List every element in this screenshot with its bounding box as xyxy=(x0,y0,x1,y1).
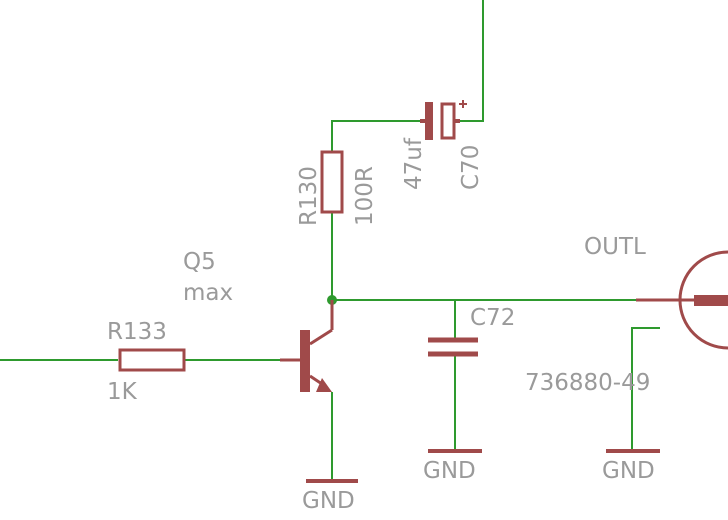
gnd-label-connector: GND xyxy=(602,458,655,484)
connector-value-label: 736880-49 xyxy=(525,370,650,396)
wires xyxy=(0,0,660,480)
q5-name-label: Q5 xyxy=(183,249,216,275)
connector-name-label: OUTL xyxy=(584,234,646,260)
c72-name-label: C72 xyxy=(470,305,515,331)
labels: 47uf C70 R130 100R Q5 max R133 1K C72 OU… xyxy=(107,137,655,514)
transistor-q5 xyxy=(280,300,334,392)
wire-connector-gnd xyxy=(631,327,660,450)
r130-name-label: R130 xyxy=(296,166,322,226)
emitter-arrow xyxy=(316,378,332,392)
c70-name-label: C70 xyxy=(458,145,484,190)
resistor-r130 xyxy=(320,150,344,214)
r130-value-label: 100R xyxy=(352,166,378,226)
connector-outl xyxy=(636,250,728,350)
components xyxy=(118,100,728,483)
gnd-label-transistor: GND xyxy=(302,488,355,514)
q5-value-label: max xyxy=(183,280,233,306)
wire-c70-top xyxy=(460,0,484,122)
capacitor-c72 xyxy=(428,337,478,357)
wire-r130-c70 xyxy=(331,120,420,152)
gnd-label-c72: GND xyxy=(423,458,476,484)
r133-value-label: 1K xyxy=(107,379,138,405)
resistor-r133 xyxy=(118,348,186,372)
capacitor-c70 xyxy=(420,100,467,140)
c70-value-label: 47uf xyxy=(401,137,427,190)
r133-name-label: R133 xyxy=(107,319,167,345)
